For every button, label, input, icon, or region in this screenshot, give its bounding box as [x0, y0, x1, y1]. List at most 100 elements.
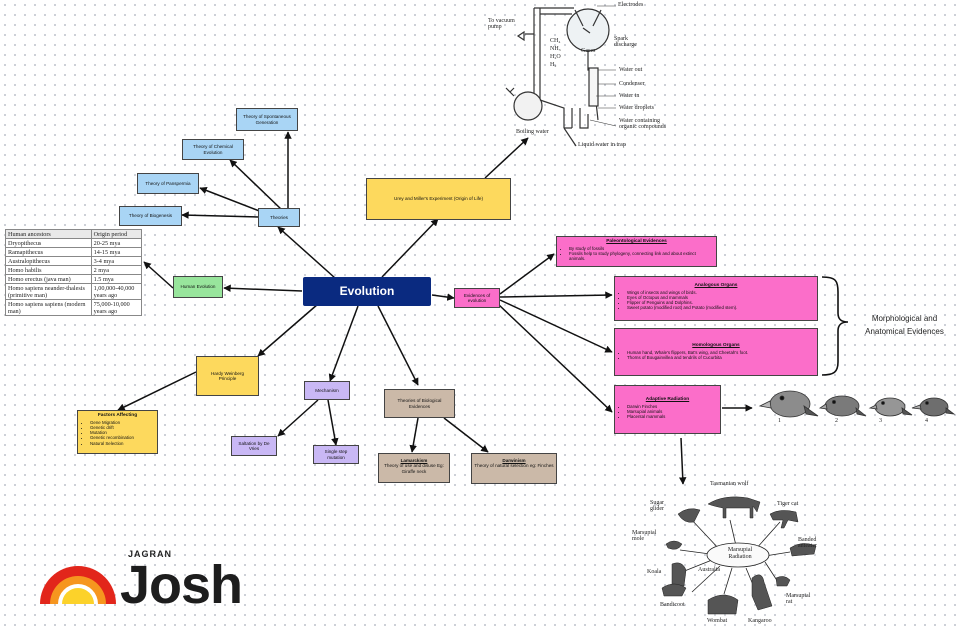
central-node-label: Evolution: [339, 283, 395, 298]
paleo-list: By study of fossils Fossils help to stud…: [561, 246, 712, 262]
cell-period: 2 mya: [90, 265, 143, 275]
homologous-organs-node[interactable]: Homologous Organs Human hand, Whale's fl…: [614, 328, 818, 376]
apparatus-label-h2o: H₂O: [550, 54, 561, 60]
list-item: Sweet potato (modified root) and Potato …: [627, 305, 813, 310]
animal-label: Banded anteater: [798, 537, 817, 549]
cell-name: Homo sapiens neander-thalesis (primitive…: [5, 283, 92, 300]
lamarckism-text: Theory of use and disuse Eg: Giraffe nec…: [384, 463, 444, 474]
analogous-organs-node[interactable]: Analogous Organs Wings of insects and wi…: [614, 276, 818, 321]
biogenesis-node[interactable]: Theory of Biogenesis: [119, 206, 182, 226]
brace: [821, 276, 849, 376]
marsupial-center-label: Marsupial Radiation: [727, 547, 753, 560]
node-label: Human Evolution: [180, 284, 216, 290]
animal-label: Koala: [647, 569, 662, 575]
adaptive-radiation-node[interactable]: Adaptive Radiation Darwin Finches Marsup…: [614, 385, 721, 434]
finches-illustration: [758, 390, 956, 418]
cell-period: 14-15 mya: [90, 247, 143, 257]
animal-label: Marsupial mole: [632, 530, 657, 542]
list-item: Placental mammals: [627, 414, 716, 419]
darwinism-node[interactable]: Darwinism Theory of natural selection eg…: [471, 453, 557, 484]
apparatus-label-trap: Liquid water in trap: [578, 142, 626, 148]
animal-label: Sugar glider: [650, 500, 664, 512]
node-label: Theory of Spontaneous Generation: [243, 114, 291, 125]
animal-label: Marsupial rat: [786, 593, 811, 605]
human-ancestors-table: Human ancestors Origin period Dryopithec…: [5, 229, 143, 316]
apparatus-label-gases: Gases: [581, 48, 596, 54]
single-step-mutation-node[interactable]: Single step mutation: [313, 445, 359, 464]
banded-anteater: [789, 543, 817, 557]
adaptive-list: Darwin Finches Marsupial animals Placent…: [619, 404, 716, 420]
apparatus-label-droplets: Water droplets: [619, 105, 655, 111]
marsupial-mole: [665, 540, 683, 550]
animal-label: Tasmanian wolf: [710, 481, 749, 487]
panspermia-node[interactable]: Theory of Panspermia: [137, 173, 199, 194]
table-row: Homo erectus (java man)1.5 mya: [5, 274, 143, 284]
apparatus-label-ch4: CH₄: [550, 38, 561, 44]
apparatus-label-vacuum: To vacuum pump: [488, 18, 515, 30]
urey-miller-node[interactable]: Urey and Miller's Experiment (Origin of …: [366, 178, 511, 220]
list-item: By study of fossils: [569, 246, 712, 251]
marsupial-radiation-illustration: [661, 496, 817, 615]
finch-number: 3: [879, 418, 882, 424]
factors-affecting-node[interactable]: Factors Affecting Gene Migration Genetic…: [77, 410, 158, 454]
animal-label: Bandicoot: [660, 602, 685, 608]
bio-theories-node[interactable]: Theories of Biological Evidences: [384, 389, 455, 418]
saltation-node[interactable]: Saltation by De Vries: [231, 436, 277, 456]
animal-label: Wombat: [707, 618, 728, 624]
cell-period: 1.5 mya: [90, 274, 143, 284]
paleo-title: Paleontological Evidences: [606, 239, 667, 244]
list-item: Eyes of Octopus and mammals: [627, 295, 813, 300]
list-item: Darwin Finches: [627, 404, 716, 409]
human-evolution-node[interactable]: Human Evolution: [173, 276, 223, 298]
bandicoot: [661, 583, 687, 597]
adaptive-title: Adaptive Radiation: [645, 397, 690, 402]
list-item: Gene Migration: [90, 420, 153, 425]
spontaneous-generation-node[interactable]: Theory of Spontaneous Generation: [236, 108, 298, 131]
homologous-list: Human hand, Whale's flippers, Bat's wing…: [619, 350, 813, 361]
central-node[interactable]: Evolution: [303, 277, 431, 306]
finch-2: [818, 395, 867, 417]
apparatus-label-water-out: Water out: [619, 67, 643, 73]
finch-number: 1: [778, 418, 781, 424]
evidences-node[interactable]: Evidences of evolution: [454, 288, 500, 308]
theories-node[interactable]: Theories: [258, 208, 300, 227]
theories-label: Theories: [270, 214, 288, 220]
finch-number: 2: [835, 418, 838, 424]
hardy-weinberg-node[interactable]: Hardy Weinberg Principle: [196, 356, 259, 396]
lamarckism-title: Lamarckism: [400, 458, 428, 463]
kangaroo: [751, 574, 773, 611]
apparatus-label-nh3: NH₃: [550, 46, 561, 52]
apparatus-label-boiling: Boiling water: [516, 129, 549, 135]
apparatus-label-h2: H₂: [550, 62, 557, 68]
morphological-anatomical-label: Morphological and Anatomical Evidences: [865, 314, 944, 337]
cell-name: Dryopithecus: [5, 238, 92, 248]
factors-list: Gene Migration Genetic drift Mutation Ge…: [82, 420, 153, 446]
finch-4: [911, 397, 956, 417]
lamarckism-node[interactable]: Lamarckism Theory of use and disuse Eg: …: [378, 453, 450, 483]
koala: [671, 562, 687, 587]
paleontological-node[interactable]: Paleontological Evidences By study of fo…: [556, 236, 717, 267]
animal-label: Tiger cat: [777, 501, 799, 507]
darwinism-text: Theory of natural selection eg: Finches: [474, 463, 554, 469]
apparatus-label-condenser: Condenser: [619, 81, 645, 87]
list-item: Natural Selection: [90, 441, 153, 446]
cell-name: Ramapithecus: [5, 247, 92, 257]
column-header: Origin period: [90, 229, 143, 239]
mechanism-node[interactable]: Mechanism: [304, 381, 350, 400]
list-item: Mutation: [90, 430, 153, 435]
list-item: Fossils help to study phylogeny, connect…: [569, 251, 712, 262]
factors-title: Factors Affecting: [97, 413, 138, 418]
logo-josh-text: Josh: [120, 555, 243, 615]
tiger-cat: [769, 510, 799, 529]
node-label: Saltation by De Vries: [238, 440, 270, 451]
node-label: Theory of Chemical Evolution: [193, 144, 233, 155]
cell-period: 75,000-10,000 years ago: [90, 299, 143, 316]
list-item: Human hand, Whale's flippers, Bat's wing…: [627, 350, 813, 355]
list-item: Marsupial animals: [627, 409, 716, 414]
chemical-evolution-node[interactable]: Theory of Chemical Evolution: [182, 139, 244, 160]
